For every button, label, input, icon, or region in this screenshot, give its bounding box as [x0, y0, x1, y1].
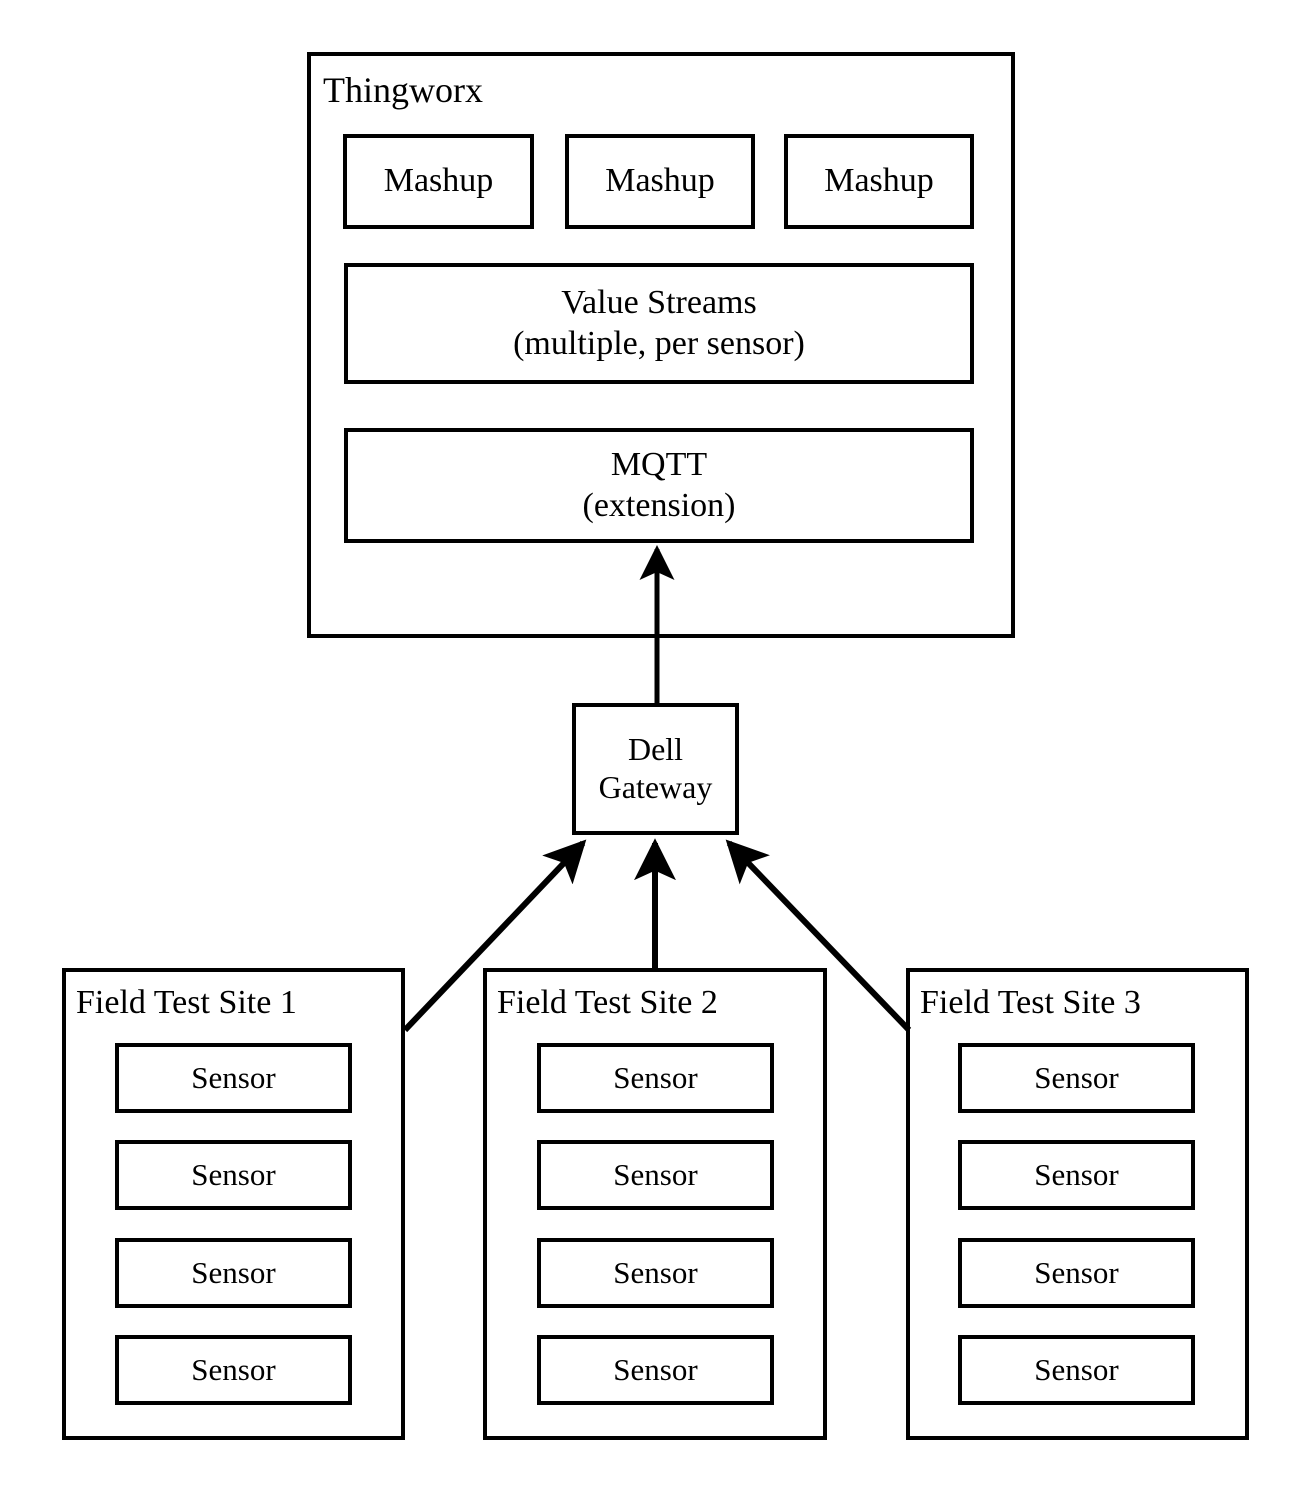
site-3-sensor-3[interactable]: Sensor — [958, 1238, 1195, 1308]
field-test-site-3[interactable]: Field Test Site 3 — [906, 968, 1249, 1440]
site-3-sensor-2-label: Sensor — [1034, 1156, 1119, 1192]
site-3-sensor-2[interactable]: Sensor — [958, 1140, 1195, 1210]
site-3-sensor-4-label: Sensor — [1034, 1351, 1119, 1387]
thingworx-label: Thingworx — [323, 70, 483, 110]
site-3-sensor-3-label: Sensor — [1034, 1254, 1119, 1290]
mashup-box-2[interactable]: Mashup — [565, 134, 755, 229]
dell-gateway-label: Dell Gateway — [576, 707, 735, 831]
value-streams-line-2: (multiple, per sensor) — [513, 324, 805, 362]
site-3-sensor-1[interactable]: Sensor — [958, 1043, 1195, 1113]
site-2-sensor-4-label: Sensor — [613, 1351, 698, 1387]
site-3-sensor-4[interactable]: Sensor — [958, 1335, 1195, 1405]
field-test-site-2-label: Field Test Site 2 — [497, 984, 718, 1021]
site-1-sensor-3-label: Sensor — [191, 1254, 276, 1290]
mqtt-line-1: MQTT — [610, 446, 708, 484]
site-1-sensor-1[interactable]: Sensor — [115, 1043, 352, 1113]
dell-gateway-line-1: Dell — [627, 731, 684, 768]
mashup-box-1[interactable]: Mashup — [343, 134, 534, 229]
mashup-label-1: Mashup — [383, 162, 494, 200]
value-streams-label: Value Streams (multiple, per sensor) — [348, 267, 970, 380]
site-2-sensor-1-label: Sensor — [613, 1059, 698, 1095]
value-streams-box[interactable]: Value Streams (multiple, per sensor) — [344, 263, 974, 384]
site-3-sensor-1-label: Sensor — [1034, 1059, 1119, 1095]
dell-gateway-box[interactable]: Dell Gateway — [572, 703, 739, 835]
mqtt-box[interactable]: MQTT (extension) — [344, 428, 974, 543]
site-2-sensor-2-label: Sensor — [613, 1156, 698, 1192]
mqtt-label: MQTT (extension) — [348, 432, 970, 539]
site-1-sensor-4[interactable]: Sensor — [115, 1335, 352, 1405]
site-2-sensor-3[interactable]: Sensor — [537, 1238, 774, 1308]
mashup-box-3[interactable]: Mashup — [784, 134, 974, 229]
thingworx-container[interactable]: Thingworx — [307, 52, 1015, 638]
site-2-sensor-1[interactable]: Sensor — [537, 1043, 774, 1113]
site-1-sensor-2-label: Sensor — [191, 1156, 276, 1192]
field-test-site-1-label: Field Test Site 1 — [76, 984, 297, 1021]
field-test-site-3-label: Field Test Site 3 — [920, 984, 1141, 1021]
site-1-sensor-1-label: Sensor — [191, 1059, 276, 1095]
site-2-sensor-4[interactable]: Sensor — [537, 1335, 774, 1405]
mashup-label-2: Mashup — [605, 162, 715, 200]
site-2-sensor-2[interactable]: Sensor — [537, 1140, 774, 1210]
value-streams-line-1: Value Streams — [561, 284, 757, 322]
mqtt-line-2: (extension) — [582, 486, 736, 524]
dell-gateway-line-2: Gateway — [598, 769, 713, 805]
field-test-site-1[interactable]: Field Test Site 1 — [62, 968, 405, 1440]
site-1-sensor-2[interactable]: Sensor — [115, 1140, 352, 1210]
mashup-label-3: Mashup — [824, 162, 934, 200]
site-2-sensor-3-label: Sensor — [613, 1254, 698, 1290]
site-1-sensor-4-label: Sensor — [191, 1351, 276, 1387]
site-1-sensor-3[interactable]: Sensor — [115, 1238, 352, 1308]
